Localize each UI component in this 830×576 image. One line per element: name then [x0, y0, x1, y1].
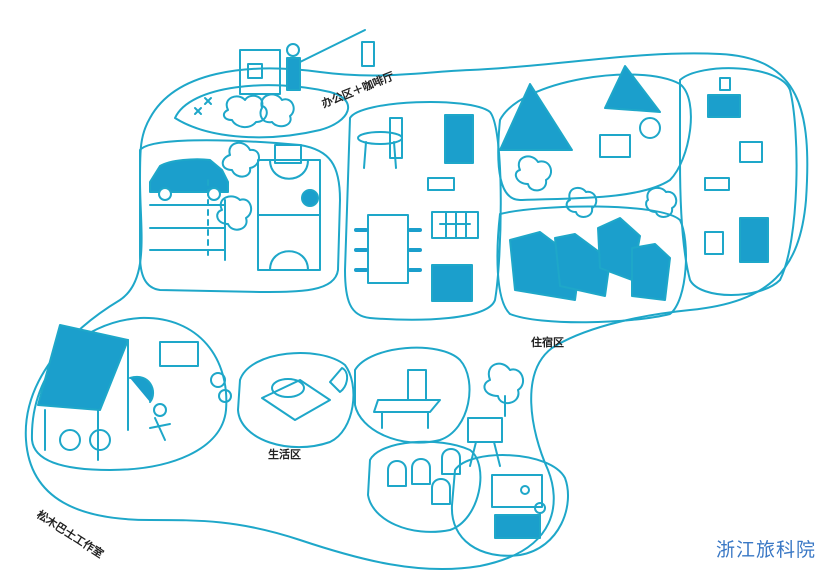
office-region — [344, 101, 502, 321]
dining-loop — [354, 346, 471, 444]
stay-region-bottom — [496, 205, 687, 324]
stage-loop — [450, 454, 569, 557]
watermark: 浙江旅科院 — [715, 539, 816, 561]
stay-region-top — [497, 73, 692, 201]
outer-boundary — [24, 52, 809, 571]
zone-label-accommodation: 住宿区 — [531, 336, 564, 349]
zone-label-living: 生活区 — [268, 448, 301, 461]
inner-loop-top-left — [174, 84, 350, 139]
stay-region-right — [679, 67, 798, 296]
living-loop — [237, 352, 355, 449]
seats-loop — [367, 440, 482, 533]
sports-region — [139, 139, 341, 293]
